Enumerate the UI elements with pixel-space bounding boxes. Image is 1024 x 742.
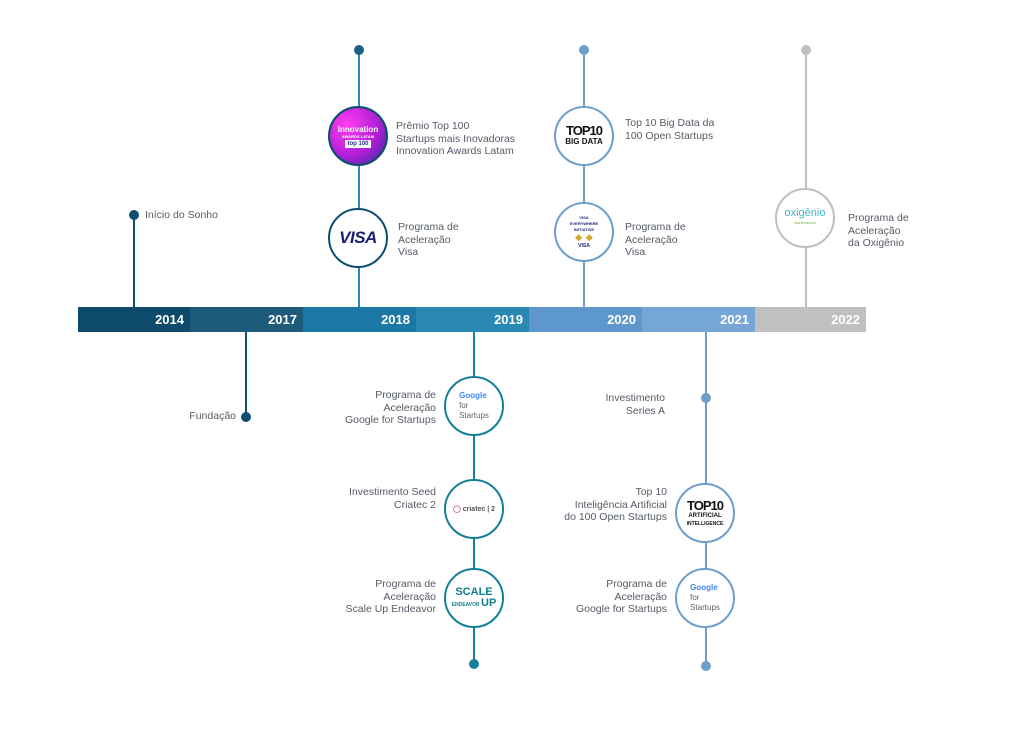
dot-2021-bottom [701, 661, 711, 671]
visa-everywhere-initiative-logo: VISA EVERYWHERE INITIATIVE ❖ ❖ VISA [554, 202, 614, 262]
year-2021: 2021 [642, 307, 755, 332]
oxigenio-logo: oxigênio aceleradora [775, 188, 835, 248]
dot-2018-top [354, 45, 364, 55]
dot-fundacao [241, 412, 251, 422]
year-2018: 2018 [303, 307, 416, 332]
year-2017: 2017 [190, 307, 303, 332]
year-bar: 2014 2017 2018 2019 2020 2021 2022 [78, 307, 866, 332]
criatec-logo: ◯ criatec | 2 [444, 479, 504, 539]
label-inicio: Início do Sonho [145, 209, 218, 221]
dot-2022-top [801, 45, 811, 55]
top10-ai-logo: TOP10 ARTIFICIAL INTELLIGENCE [675, 483, 735, 543]
dot-inicio [129, 210, 139, 220]
top10-big-data-logo: TOP10 BIG DATA [554, 106, 614, 166]
label-fundacao: Fundação [189, 410, 236, 422]
innovation-awards-logo: Innovation AWARDS LATAM top 100 [328, 106, 388, 166]
year-2020: 2020 [529, 307, 642, 332]
scaleup-endeavor-logo: SCALE ENDEAVOR UP [444, 568, 504, 628]
year-2022: 2022 [755, 307, 866, 332]
dot-seriesa [701, 393, 711, 403]
google-for-startups-logo-2021: Google for Startups [675, 568, 735, 628]
dot-2020-top [579, 45, 589, 55]
year-2014: 2014 [78, 307, 190, 332]
visa-logo: VISA [328, 208, 388, 268]
year-2019: 2019 [416, 307, 529, 332]
google-for-startups-logo: Google for Startups [444, 376, 504, 436]
dot-2019-bottom [469, 659, 479, 669]
